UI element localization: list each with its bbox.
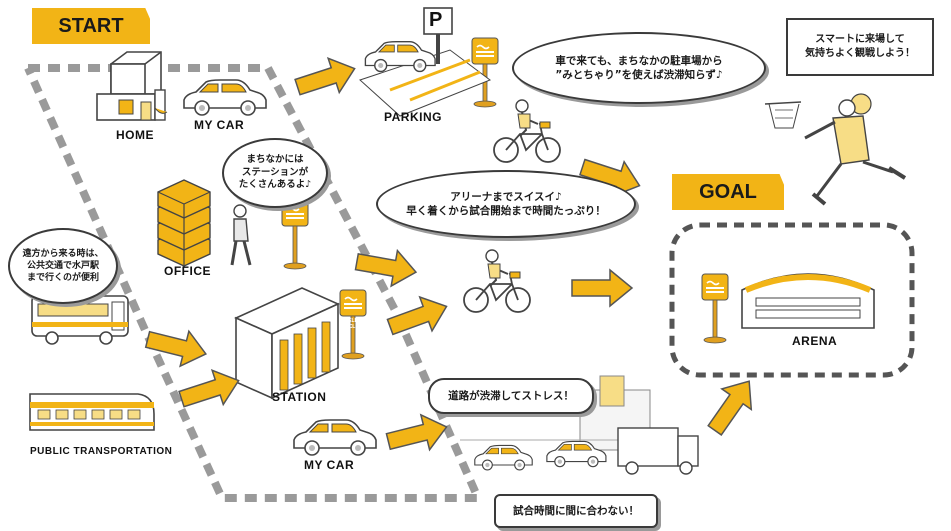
station-building-illustration	[234, 287, 340, 400]
my-car-top-illustration	[183, 79, 267, 116]
parking-lot-illustration	[359, 7, 492, 117]
label-public-transportation: PUBLIC TRANSPORTATION	[30, 446, 173, 457]
bubble-machinaka: まちなかには ステーションが たくさんあるよ♪	[222, 138, 328, 208]
bubble-arena-quick-line: アリーナまでスイスイ♪	[450, 190, 562, 203]
route-arrow	[571, 269, 633, 307]
route-arrow	[142, 321, 211, 373]
bicycle-rider-parking	[493, 99, 561, 163]
route-arrow	[699, 370, 765, 442]
goal-tag: GOAL	[672, 174, 784, 210]
bubble-traffic-stress: 道路が渋滞してストレス！	[428, 378, 594, 414]
bubble-parking-tip-line: ”みとちゃり”を使えば渋滞知らず♪	[555, 69, 723, 81]
parking-sign-letter: P	[429, 9, 443, 31]
bubble-arena-quick-line: 早く着くから試合開始まで時間たっぷり！	[406, 205, 606, 217]
walking-person	[230, 204, 252, 266]
bubble-parking-tip-line: 車で来ても、まちなかの駐車場から	[555, 54, 723, 67]
bubble-far-away-line: まで行くのが便利	[26, 273, 99, 284]
arena-zone	[669, 222, 915, 378]
route-arrow	[175, 362, 245, 417]
label-office: OFFICE	[164, 264, 211, 278]
bus-illustration	[31, 295, 129, 345]
bubble-late: 試合時間に間に合わない！	[494, 494, 658, 528]
dashed-zone-left	[24, 64, 482, 502]
bubble-far-away-line: 公共交通で水戸駅	[26, 260, 99, 271]
bubble-machinaka-line: ステーションが	[241, 166, 309, 178]
bubble-smart-line: 気持ちよく観戦しよう！	[805, 48, 915, 59]
bubble-far-away: 遠方から来る時は、 公共交通で水戸駅 まで行くのが便利	[8, 228, 118, 304]
bubble-smart-line: スマートに来場して	[815, 34, 905, 45]
label-parking: PARKING	[384, 110, 442, 124]
cycle-station-office	[281, 199, 309, 270]
bubble-smart: スマートに来場して 気持ちよく観戦しよう！	[786, 18, 934, 76]
label-home: HOME	[116, 128, 154, 142]
label-my-car-bottom: MY CAR	[304, 458, 355, 472]
bicycle-rider-middle	[463, 249, 531, 313]
bubble-arena-quick: アリーナまでスイスイ♪ 早く着くから試合開始まで時間たっぷり！	[376, 170, 636, 238]
basketball-player-illustration	[764, 93, 907, 206]
arena-building-illustration	[741, 273, 875, 329]
bubble-late-line: 試合時間に間に合わない！	[513, 504, 639, 517]
label-my-car-top: MY CAR	[194, 118, 245, 132]
my-car-bottom-illustration	[293, 419, 377, 456]
station-sign-brand: HELLO CYCLING	[341, 318, 365, 330]
bubble-machinaka-line: まちなかには	[246, 153, 304, 165]
label-arena: ARENA	[792, 334, 838, 348]
route-arrow	[383, 288, 454, 345]
office-illustration	[157, 179, 211, 267]
start-tag: START	[32, 8, 150, 44]
bubble-machinaka-line: たくさんあるよ♪	[238, 179, 312, 191]
cycle-station-arena	[701, 273, 729, 344]
route-arrow	[291, 50, 361, 105]
bubble-far-away-line: 遠方から来る時は、	[22, 248, 104, 259]
label-station: STATION	[272, 390, 327, 404]
bubble-traffic-stress-line: 道路が渋滞してストレス！	[448, 389, 574, 402]
home-illustration	[96, 51, 168, 121]
train-illustration	[29, 393, 155, 431]
bubble-parking-tip: 車で来ても、まちなかの駐車場から ”みとちゃり”を使えば渋滞知らず♪	[512, 32, 766, 104]
